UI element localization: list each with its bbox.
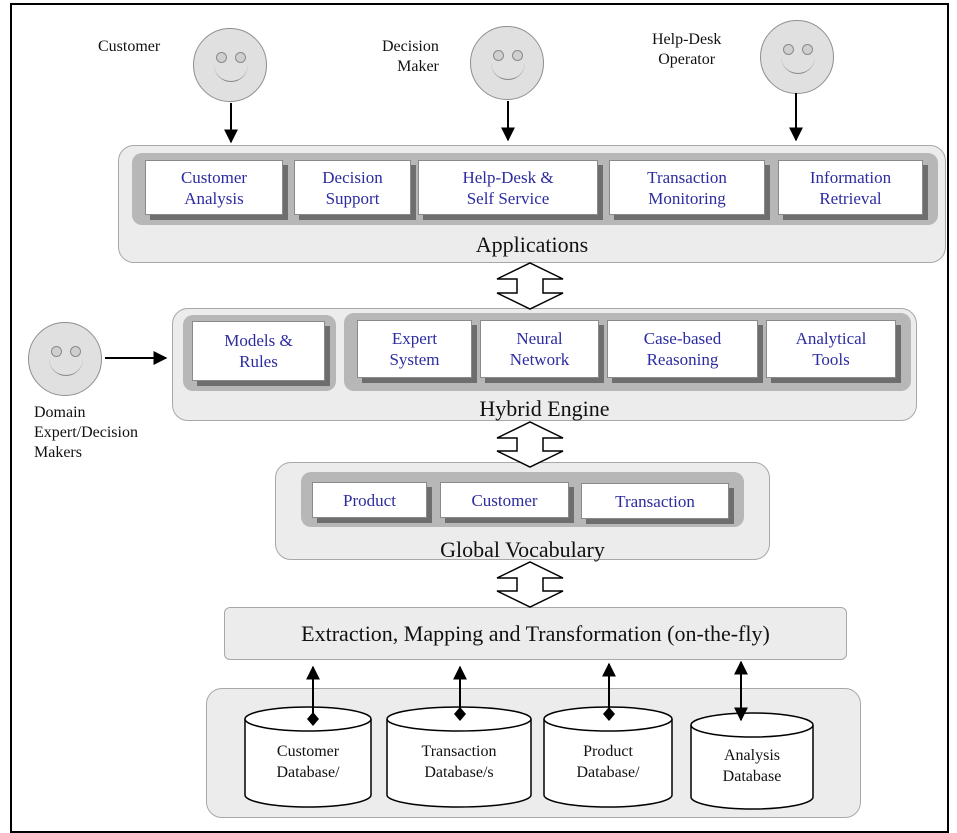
vocab-customer: Customer bbox=[440, 482, 569, 518]
db-label-product: Product Database/ bbox=[576, 743, 640, 781]
actor-label-decision-maker: Decision Maker bbox=[382, 38, 439, 75]
hybrid-engine-title: Hybrid Engine bbox=[479, 396, 610, 421]
applications-title: Applications bbox=[475, 232, 589, 257]
actor-label-helpdesk-operator: Help-Desk Operator bbox=[652, 31, 722, 68]
customer-db-connector bbox=[306, 665, 320, 726]
analysis-database-cylinder bbox=[690, 712, 814, 810]
app-information-retrieval: Information Retrieval bbox=[778, 160, 923, 215]
app-helpdesk-self-service: Help-Desk & Self Service bbox=[418, 160, 598, 215]
vocab-product: Product bbox=[312, 482, 427, 518]
db-label-analysis: Analysis Database bbox=[722, 747, 782, 785]
extraction-title: Extraction, Mapping and Transformation (… bbox=[301, 620, 770, 646]
engine-expert-system: Expert System bbox=[357, 320, 472, 378]
product-db-connector bbox=[602, 662, 616, 721]
decision-maker-face-icon bbox=[470, 26, 544, 100]
customer-face-icon bbox=[193, 28, 267, 102]
app-decision-support: Decision Support bbox=[294, 160, 411, 215]
actor-label-domain-expert: Domain Expert/Decision Makers bbox=[34, 404, 138, 461]
applications-engine-double-arrow bbox=[496, 262, 564, 310]
transaction-db-connector bbox=[453, 665, 467, 721]
domain-expert-face-icon bbox=[28, 322, 102, 396]
engine-analytical-tools: Analytical Tools bbox=[766, 320, 896, 378]
global-vocabulary-title: Global Vocabulary bbox=[440, 537, 605, 562]
models-and-rules-box: Models & Rules bbox=[192, 321, 325, 381]
app-transaction-monitoring: Transaction Monitoring bbox=[609, 160, 765, 215]
engine-case-based-reasoning: Case-based Reasoning bbox=[607, 320, 758, 378]
vocabulary-extraction-double-arrow bbox=[496, 561, 564, 608]
db-label-transaction: Transaction Database/s bbox=[421, 743, 497, 781]
engine-vocabulary-double-arrow bbox=[496, 421, 564, 468]
app-customer-analysis: Customer Analysis bbox=[145, 160, 283, 215]
vocab-transaction: Transaction bbox=[581, 483, 729, 519]
extraction-panel: Extraction, Mapping and Transformation (… bbox=[224, 607, 847, 660]
actor-label-customer: Customer bbox=[98, 38, 161, 55]
engine-neural-network: Neural Network bbox=[480, 320, 599, 378]
db-label-customer: Customer Database/ bbox=[276, 743, 340, 781]
helpdesk-operator-face-icon bbox=[760, 20, 834, 94]
